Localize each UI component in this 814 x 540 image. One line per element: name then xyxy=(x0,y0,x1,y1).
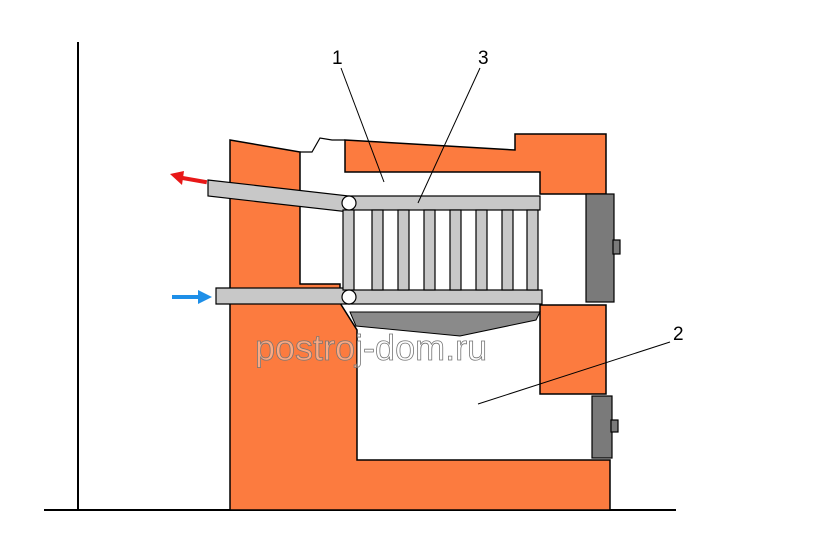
callout-2-label: 2 xyxy=(673,324,684,345)
cold-water-arrow-icon xyxy=(172,290,212,304)
inlet-pipe xyxy=(215,287,350,305)
bottom-joint xyxy=(341,289,357,305)
grate-cone xyxy=(349,311,541,337)
masonry-broken-edge xyxy=(300,137,345,153)
hot-water-arrow-icon xyxy=(170,171,208,185)
doors xyxy=(585,193,621,459)
callout-3-label: 3 xyxy=(478,48,489,69)
ash-door xyxy=(591,395,613,459)
callout-2-leader xyxy=(477,341,671,405)
heat-exchanger xyxy=(207,179,543,305)
masonry-top-right xyxy=(344,133,607,195)
vertical-tube-1 xyxy=(342,209,355,291)
callout-1-leader xyxy=(340,67,385,183)
bottom-manifold xyxy=(348,289,543,305)
vertical-tube-3 xyxy=(397,209,410,291)
firebox-door-handle xyxy=(612,239,621,255)
vertical-tube-7 xyxy=(501,209,514,291)
firebox-door xyxy=(585,193,615,303)
vertical-tube-5 xyxy=(449,209,462,291)
ash-door-handle xyxy=(610,419,619,433)
callout-1-label: 1 xyxy=(332,48,343,69)
vertical-tube-8 xyxy=(526,209,539,291)
vertical-tube-6 xyxy=(475,209,488,291)
watermark-text: postroj-dom.ru xyxy=(255,327,487,368)
vertical-tube-4 xyxy=(423,209,436,291)
top-manifold xyxy=(348,195,541,211)
masonry-body xyxy=(229,302,611,511)
stove-masonry xyxy=(229,133,611,511)
masonry-right-pillar xyxy=(539,304,607,395)
masonry-left-wall xyxy=(229,139,341,304)
top-joint xyxy=(341,195,357,211)
vertical-tube-2 xyxy=(371,209,384,291)
callout-3-leader xyxy=(417,67,481,204)
